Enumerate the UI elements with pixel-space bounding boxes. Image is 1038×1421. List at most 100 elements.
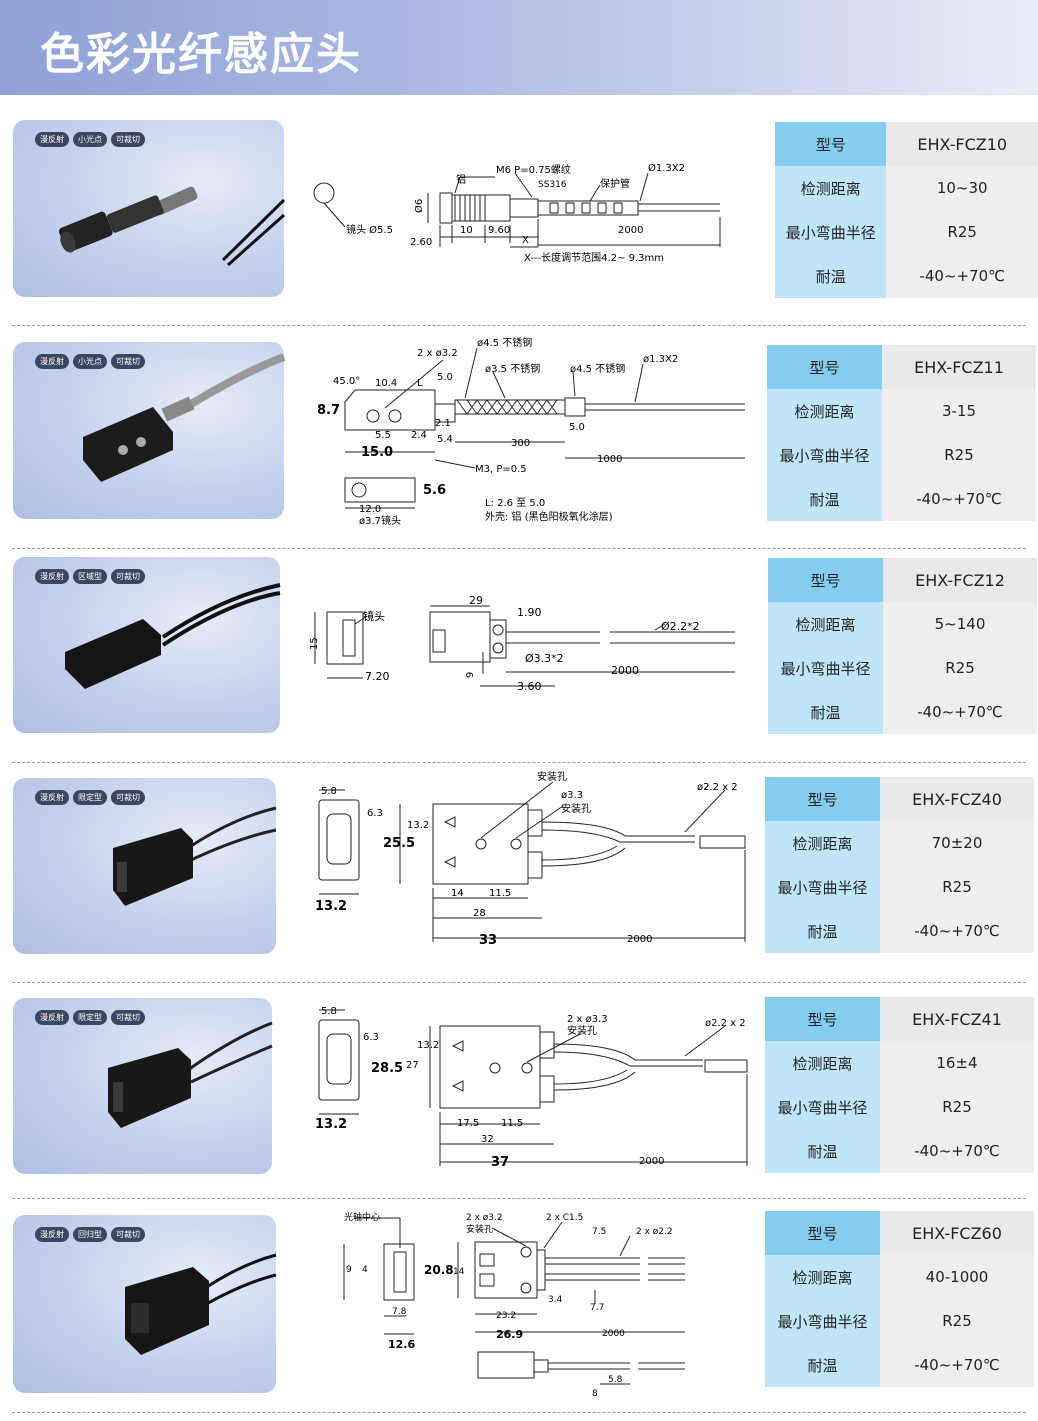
dim-label: 3.60: [517, 680, 542, 693]
dim-label: 28: [473, 908, 486, 919]
model-value: EHX-FCZ11: [882, 345, 1036, 389]
dimension-drawing: 镜头 15 7.20 29 1.90 Ø2.2*2 Ø3.3*2 2000 9 …: [305, 590, 745, 695]
dim-label: ø2.2 x 2: [705, 1018, 746, 1029]
dim-label: 2000: [627, 934, 652, 945]
dim-label: 2 x ø3.3: [567, 1014, 608, 1025]
bend-radius-value: R25: [880, 1085, 1034, 1129]
dim-label: 5.4: [437, 434, 453, 445]
dim-label: 29: [469, 594, 483, 607]
tag: 可裁切: [111, 1227, 145, 1242]
sensor-illustration: [113, 806, 277, 906]
spec-key: 型号: [765, 997, 880, 1041]
dim-label: 2000: [639, 1156, 664, 1167]
dim-label: 5.6: [423, 483, 446, 498]
sensor-illustration: [65, 583, 281, 689]
spec-key: 耐温: [768, 690, 883, 734]
spec-key: 检测距离: [765, 1041, 880, 1085]
dim-label: 28.5: [371, 1061, 403, 1076]
dim-label: 8: [592, 1389, 598, 1399]
dim-label: 6.3: [367, 808, 383, 819]
tag: 漫反射: [35, 569, 69, 584]
dim-label: 27: [406, 1060, 419, 1071]
dim-label: 安装孔: [466, 1223, 493, 1235]
temperature-value: -40~+70℃: [886, 254, 1038, 298]
dim-label: 33: [479, 933, 497, 948]
dimension-drawing: 5.8 6.3 13.2 13.2 25.5 安装孔 ø3.3 安装孔 ø2.2…: [305, 770, 750, 950]
dim-label: 镜头 Ø5.5: [346, 223, 393, 236]
distance-value: 40-1000: [880, 1255, 1034, 1299]
dim-label: 2000: [602, 1329, 625, 1339]
spec-key: 最小弯曲半径: [775, 210, 887, 254]
temperature-value: -40~+70℃: [882, 477, 1036, 521]
dim-label: 5.0: [437, 372, 453, 383]
dim-label: 12.0: [359, 504, 381, 515]
dim-label: 15.0: [361, 445, 393, 460]
dim-label: 2.1: [435, 418, 451, 429]
dim-label: 7.7: [590, 1303, 604, 1313]
bend-radius-value: R25: [880, 1299, 1034, 1343]
dim-label: 15: [309, 637, 320, 650]
dim-label: 2000: [618, 225, 643, 236]
dim-label: 2.4: [411, 430, 427, 441]
spec-key: 耐温: [775, 254, 887, 298]
tag: 漫反射: [35, 132, 69, 147]
temperature-value: -40~+70℃: [880, 1129, 1034, 1173]
dim-label: 10.4: [375, 378, 397, 389]
section-divider: [12, 548, 1026, 549]
sensor-illustration: [108, 1021, 273, 1128]
temperature-value: -40~+70℃: [880, 909, 1034, 953]
dim-label: 安装孔: [537, 770, 567, 783]
dim-label: 铝: [456, 174, 466, 186]
tag: 区域型: [73, 569, 107, 584]
model-value: EHX-FCZ12: [883, 558, 1037, 602]
sensor-illustration: [58, 186, 286, 267]
dim-label: 2 x ø2.2: [636, 1227, 673, 1237]
tag: 漫反射: [35, 790, 69, 805]
dim-label: 32: [481, 1134, 494, 1145]
dimension-drawing: 镜头 Ø5.5 2.60 Ø6 铝 M6 P=0.75螺纹 SS316 保护管 …: [310, 155, 730, 270]
tag: 回归型: [73, 1227, 107, 1242]
dim-note: X---长度调节范围4.2~ 9.3mm: [524, 251, 664, 264]
distance-value: 3-15: [882, 389, 1036, 433]
dim-label: 11.5: [501, 1118, 523, 1129]
dim-label: 12.6: [388, 1338, 415, 1351]
dimension-drawing: 2 x ø3.2 ø4.5 不锈钢 ø3.5 不锈钢 ø4.5 不锈钢 ø1.3…: [317, 336, 750, 530]
dim-label: 37: [491, 1155, 509, 1170]
tag: 小光点: [73, 132, 107, 147]
dim-label: L: [417, 378, 423, 389]
tag: 可裁切: [111, 132, 145, 147]
temperature-value: -40~+70℃: [880, 1343, 1034, 1387]
spec-key: 检测距离: [765, 1255, 880, 1299]
section-divider: [12, 762, 1026, 763]
dim-label: 13.2: [315, 899, 347, 914]
page-header: 色彩光纤感应头: [0, 0, 1038, 95]
dim-label: SS316: [538, 180, 567, 190]
dim-label: 17.5: [457, 1118, 479, 1129]
model-value: EHX-FCZ10: [886, 122, 1038, 166]
spec-key: 最小弯曲半径: [765, 1085, 880, 1129]
dim-label: 7.20: [365, 670, 390, 683]
bend-radius-value: R25: [880, 865, 1034, 909]
dim-label: 7.5: [592, 1227, 606, 1237]
dim-label: M3, P=0.5: [475, 464, 527, 475]
dim-label: 14: [453, 1267, 465, 1277]
product-photo: 漫反射 限定型 可裁切: [13, 778, 277, 954]
model-value: EHX-FCZ60: [880, 1211, 1034, 1255]
dim-label: 5.0: [569, 422, 585, 433]
spec-key: 耐温: [765, 1129, 880, 1173]
tag: 限定型: [73, 790, 107, 805]
dim-label: 23.2: [496, 1311, 516, 1321]
product-photo: 漫反射 小光点 可裁切: [13, 342, 286, 519]
dim-label: 镜头: [363, 609, 385, 623]
dim-label: X: [522, 235, 529, 246]
dim-label: Ø3.3*2: [525, 652, 564, 665]
dim-label: 6.3: [363, 1032, 379, 1043]
spec-key: 型号: [768, 558, 883, 602]
distance-value: 10~30: [886, 166, 1038, 210]
dim-label: ø4.5 不锈钢: [477, 336, 532, 349]
sensor-illustration: [83, 353, 286, 482]
dim-label: 保护管: [600, 177, 630, 190]
dim-label: ø1.3X2: [643, 354, 678, 365]
